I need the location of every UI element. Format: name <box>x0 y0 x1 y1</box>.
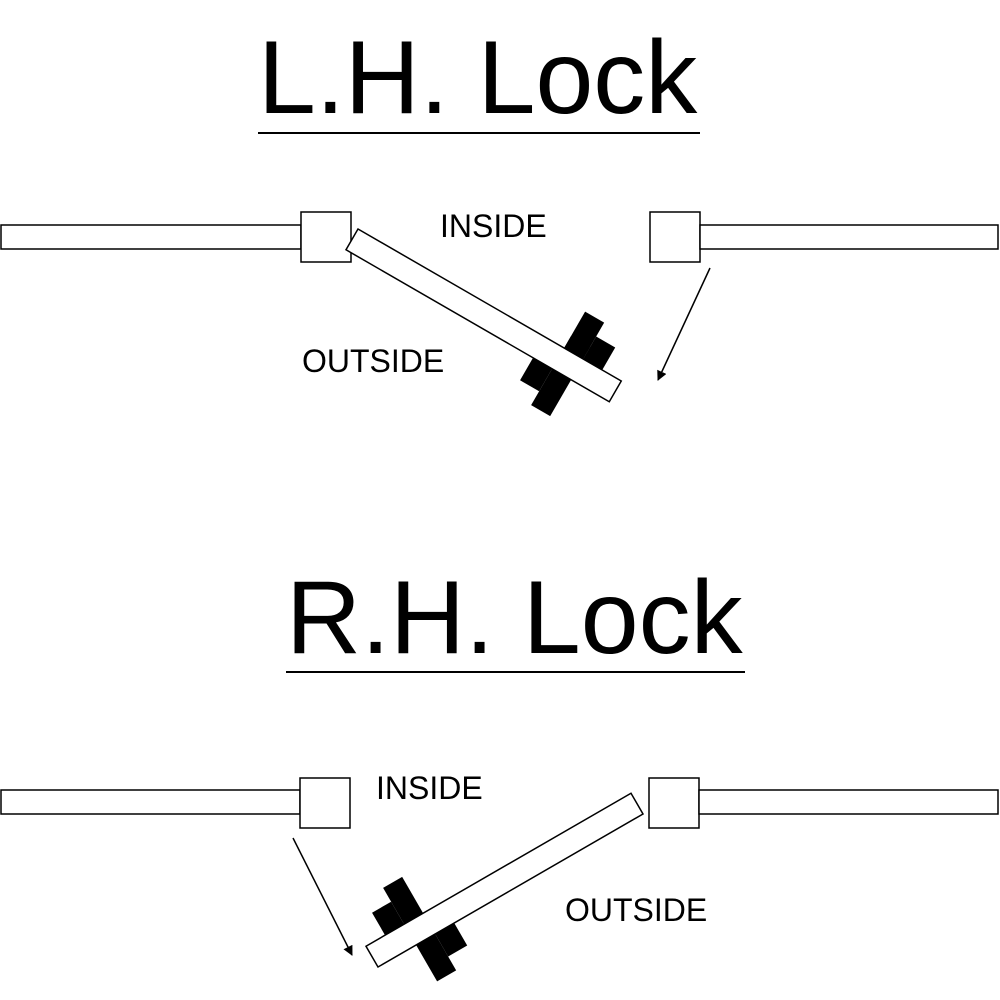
lh-lock-body-outside <box>531 368 572 417</box>
lh-lock-title: L.H. Lock <box>258 20 698 136</box>
rh-door-panel <box>364 792 645 969</box>
rh-lock-body-outside <box>416 934 457 982</box>
lh-swing-arrow <box>657 267 711 381</box>
rh-lever-inside <box>372 901 405 936</box>
lh-door-panel <box>344 227 623 403</box>
lh-inside-label: INSIDE <box>440 208 547 244</box>
lh-right-wall <box>699 224 999 250</box>
rh-lock-title: R.H. Lock <box>286 560 743 676</box>
rh-lock-body-inside <box>383 876 424 925</box>
rh-left-jamb <box>299 777 351 829</box>
lh-lever-inside <box>583 336 616 370</box>
lh-title-underline <box>258 132 700 134</box>
rh-lever-outside <box>435 923 468 957</box>
rh-left-wall <box>0 789 301 815</box>
lh-outside-label: OUTSIDE <box>302 343 445 379</box>
rh-lock-diagram <box>0 777 999 982</box>
rh-outside-label: OUTSIDE <box>565 892 708 928</box>
lh-lever-outside <box>520 357 553 392</box>
rh-inside-label: INSIDE <box>376 770 483 806</box>
lh-left-jamb <box>300 211 352 263</box>
rh-lock-hardware <box>372 876 468 982</box>
rh-right-jamb <box>648 777 700 829</box>
rh-right-wall <box>698 789 999 815</box>
lh-right-jamb <box>649 211 701 263</box>
rh-title-underline <box>286 671 745 673</box>
lh-door-leaf <box>344 227 623 417</box>
rh-door-leaf <box>364 792 645 982</box>
lh-lock-hardware <box>520 311 616 417</box>
rh-swing-arrow <box>292 837 353 956</box>
lh-left-wall <box>0 224 302 250</box>
lh-lock-diagram <box>0 211 999 417</box>
lh-lock-body-inside <box>564 311 605 359</box>
